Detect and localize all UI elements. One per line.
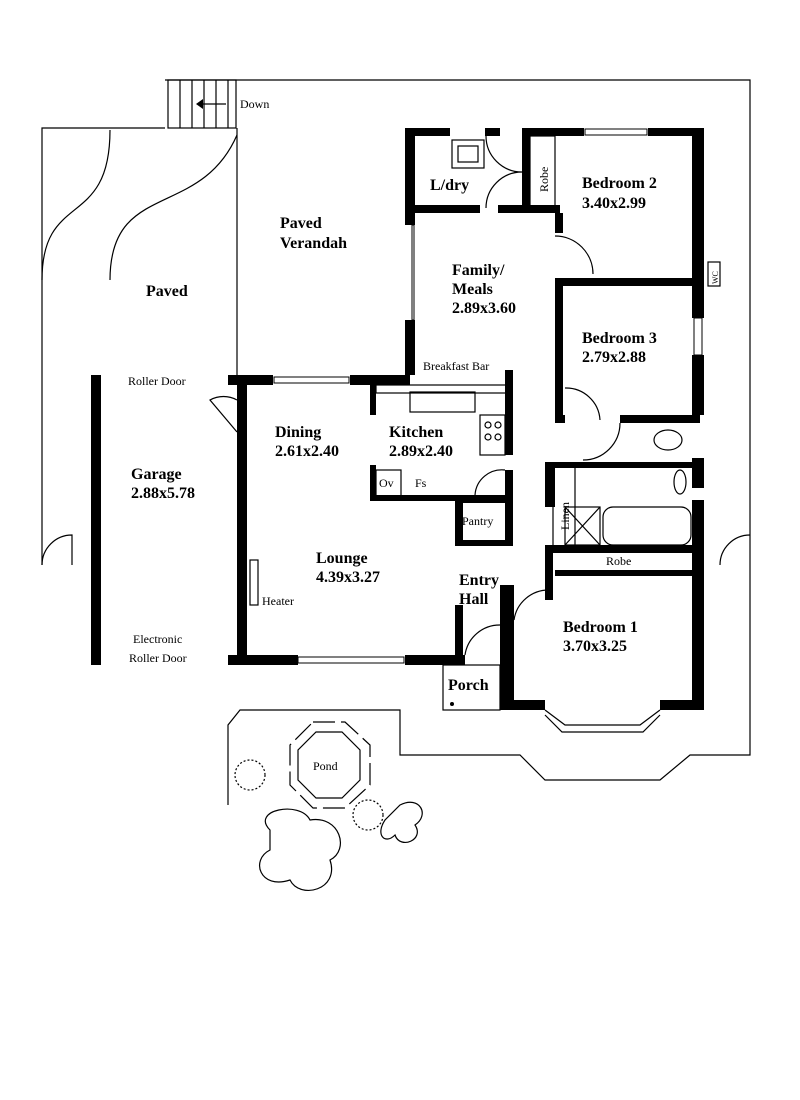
wall (410, 205, 480, 213)
wall (505, 470, 513, 545)
robe-label-2: Robe (606, 554, 631, 568)
breakfast-bar-label: Breakfast Bar (423, 359, 489, 373)
wall (692, 355, 704, 415)
wall (555, 415, 565, 423)
wall (500, 585, 514, 710)
wall (91, 375, 101, 665)
kitchen-label: Kitchen (389, 424, 443, 441)
wall (660, 700, 704, 710)
laundry-label: L/dry (430, 177, 469, 194)
wc-label: WC (711, 271, 720, 284)
linen-label: Linen (558, 502, 572, 530)
family-size: 2.89x3.60 (452, 300, 516, 317)
bedroom2-label: Bedroom 2 (582, 175, 657, 192)
window (411, 224, 415, 321)
dining-size: 2.61x2.40 (275, 443, 339, 460)
wall (545, 545, 553, 600)
verandah-label-2: Verandah (280, 235, 347, 252)
wall (620, 415, 700, 423)
wall (350, 375, 410, 385)
window (584, 128, 648, 136)
window (693, 317, 703, 356)
paved-label: Paved (146, 283, 188, 300)
bedroom1-label: Bedroom 1 (563, 619, 638, 636)
oven-label: Ov (379, 476, 394, 490)
pond (289, 721, 371, 809)
pantry-label: Pantry (462, 514, 493, 528)
wall (405, 655, 465, 665)
wall (455, 495, 505, 503)
robe-label: Robe (537, 167, 551, 192)
wall (692, 128, 704, 318)
windows (273, 128, 703, 664)
electronic-roller-door-label: Electronic (133, 632, 182, 646)
heater-label: Heater (262, 594, 294, 608)
wall (228, 375, 273, 385)
wall (555, 286, 563, 421)
wall (237, 375, 247, 665)
garage-size: 2.88x5.78 (131, 485, 195, 502)
bedroom3-size: 2.79x2.88 (582, 349, 646, 366)
wall (498, 205, 560, 213)
wall (405, 320, 415, 375)
wall (522, 128, 530, 213)
wall (485, 128, 500, 136)
fridge-space-label: Fs (415, 476, 427, 490)
garage-label: Garage (131, 466, 182, 483)
lounge-size: 4.39x3.27 (316, 569, 380, 586)
roller-door-label: Roller Door (128, 374, 186, 388)
wall (500, 700, 545, 710)
window (273, 376, 350, 384)
lounge-label: Lounge (316, 550, 368, 567)
down-label: Down (240, 97, 269, 111)
wall (522, 128, 584, 136)
doors (209, 135, 621, 656)
bedroom3-label: Bedroom 3 (582, 330, 657, 347)
bedroom1-size: 3.70x3.25 (563, 638, 627, 655)
verandah-label: Paved (280, 215, 322, 232)
dining-label: Dining (275, 424, 321, 441)
window (297, 656, 405, 664)
wall (692, 500, 704, 710)
porch-label: Porch (448, 677, 489, 694)
family-label-2: Meals (452, 281, 493, 298)
fixtures (249, 135, 721, 733)
wall (228, 655, 298, 665)
site-boundary (41, 79, 751, 805)
family-label: Family/ (452, 262, 505, 279)
wall (545, 462, 695, 468)
wall (455, 605, 463, 655)
wall (405, 128, 450, 136)
wall (555, 213, 563, 233)
entry-label: Entry (459, 572, 499, 589)
kitchen-size: 2.89x2.40 (389, 443, 453, 460)
electronic-roller-door-label-2: Roller Door (129, 651, 187, 665)
wall (455, 495, 463, 545)
wall (370, 465, 376, 500)
walls (91, 128, 704, 710)
wall (405, 128, 415, 225)
wall (648, 128, 704, 136)
wall (505, 370, 513, 455)
plants (234, 759, 423, 891)
arrow-left-icon (196, 99, 203, 109)
wall (455, 540, 513, 546)
wall (545, 462, 555, 507)
wall (555, 570, 700, 576)
wall (545, 545, 700, 553)
entry-label-2: Hall (459, 591, 489, 608)
stairs (167, 79, 237, 129)
pond-label: Pond (313, 759, 338, 773)
wall (370, 495, 470, 501)
wall (370, 385, 376, 415)
wall (555, 278, 695, 286)
bedroom2-size: 3.40x2.99 (582, 195, 646, 212)
